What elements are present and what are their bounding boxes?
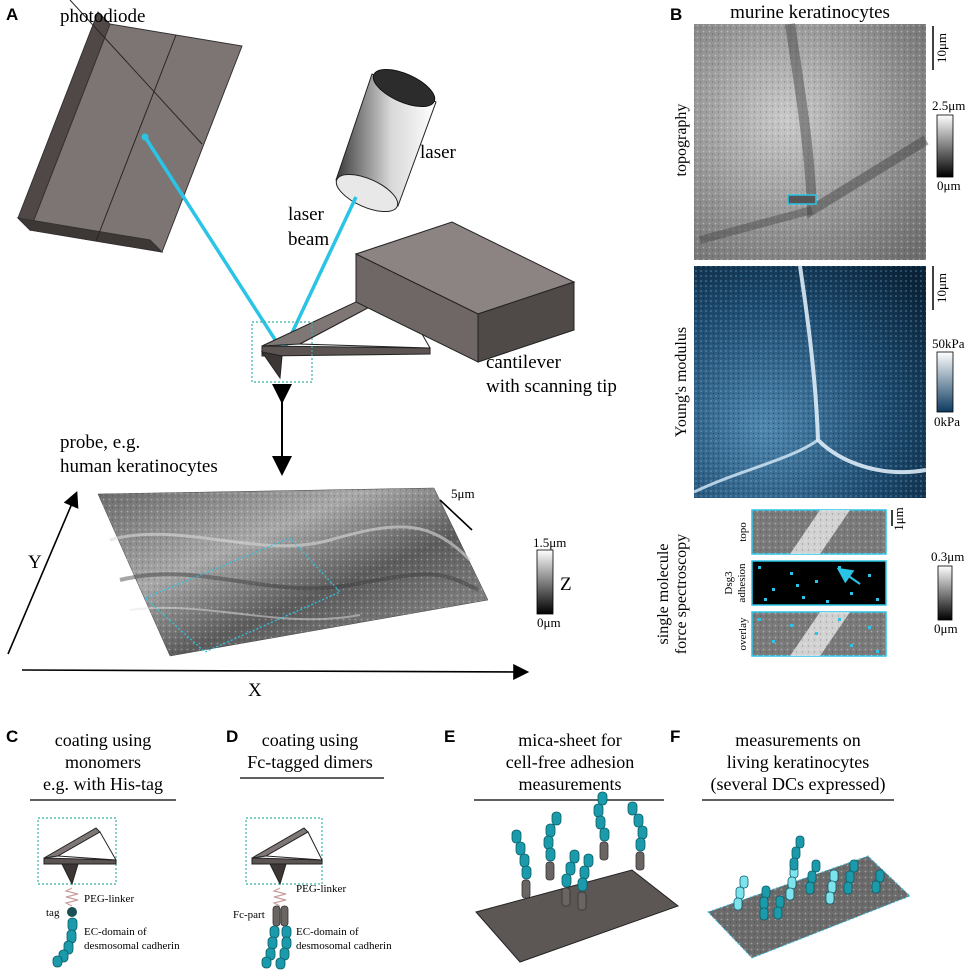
- panel-f: F measurements on living keratinocytes (…: [670, 727, 911, 959]
- smfs-top-label: 0.3μm: [931, 549, 964, 564]
- row-topo-label: topo: [737, 522, 749, 542]
- his-tag: [67, 907, 77, 917]
- panel-e-title-2: cell-free adhesion: [506, 752, 634, 772]
- probe-label-1: probe, e.g.: [60, 432, 140, 453]
- panel-c: C coating using monomers e.g. with His-t…: [6, 727, 180, 968]
- smfs-topo-row: [751, 509, 887, 555]
- panel-a-letter: A: [6, 5, 18, 24]
- cadherin-monomer: [52, 917, 78, 968]
- photodiode-label: photodiode: [60, 6, 146, 27]
- ec-label-c-1: EC-domain of: [84, 926, 147, 938]
- panel-e-title-1: mica-sheet for: [518, 730, 621, 750]
- topography-colorbar: [936, 114, 954, 178]
- panel-c-title-2: monomers: [65, 752, 141, 772]
- laser: [335, 68, 437, 213]
- smfs-label-1: single molecule: [655, 544, 672, 645]
- panel-d-letter: D: [226, 727, 238, 746]
- beam-spot: [141, 133, 149, 141]
- modulus-top-label: 50kPa: [932, 336, 965, 351]
- y-axis-arrow: [7, 491, 79, 655]
- photodiode-quadrant-line: [95, 34, 177, 242]
- panel-b: B murine keratinocytes topography 10μm 2…: [655, 2, 965, 657]
- z-bottom-label: 0μm: [537, 615, 561, 630]
- topography-bottom-label: 0μm: [937, 178, 961, 193]
- smfs-overlay-row: [751, 611, 887, 657]
- panel-c-title-1: coating using: [55, 730, 152, 750]
- modulus-scale-label: 10μm: [934, 273, 949, 303]
- z-top-label: 1.5μm: [533, 535, 566, 550]
- y-axis-label: Y: [28, 552, 42, 573]
- smfs-colorbar: [937, 565, 953, 621]
- panel-f-title-2: living keratinocytes: [727, 752, 869, 772]
- laser-beam-label-2: beam: [288, 229, 329, 250]
- panel-d: D coating using Fc-tagged dimers PEG-lin…: [226, 727, 392, 970]
- cadherins-on-mica: [511, 791, 648, 892]
- panel-c-title-3: e.g. with His-tag: [43, 774, 163, 794]
- panel-e-letter: E: [444, 727, 455, 746]
- row-adhesion-label-2: adhesion: [736, 563, 748, 603]
- topography-label: topography: [673, 104, 690, 177]
- smfs-bottom-label: 0μm: [934, 621, 958, 636]
- topography-scale-label: 10μm: [934, 33, 949, 63]
- peg-label-d: PEG-linker: [296, 883, 346, 895]
- peg-linker-d: [272, 887, 287, 907]
- tip-zoom-box-d: [245, 817, 323, 885]
- panel-f-title-3: (several DCs expressed): [711, 774, 886, 795]
- z-colorbar: [536, 549, 554, 615]
- row-adhesion-label-1: Dsg3: [723, 571, 735, 595]
- panel-b-title: murine keratinocytes: [730, 2, 890, 23]
- peg-linker-c: [64, 887, 79, 907]
- smfs-label-2: force spectroscopy: [673, 534, 690, 654]
- panel-e: E mica-sheet for cell-free adhesion meas…: [444, 727, 680, 963]
- row-overlay-label: overlay: [737, 617, 749, 650]
- panel-d-title-2: Fc-tagged dimers: [247, 752, 372, 772]
- cantilever-label-2: with scanning tip: [486, 376, 617, 397]
- panel-f-title-1: measurements on: [735, 730, 860, 750]
- photodiode-quadrant-line: [69, 0, 203, 145]
- peg-label-c: PEG-linker: [84, 893, 134, 905]
- z-axis-label: Z: [560, 574, 572, 595]
- panel-a: A photodiode laser laser beam: [6, 0, 617, 701]
- ec-label-d-1: EC-domain of: [296, 926, 359, 938]
- smfs-adhesion-row: [751, 560, 887, 606]
- panel-b-letter: B: [670, 5, 682, 24]
- panel-c-letter: C: [6, 727, 18, 746]
- smfs-region-marker: [787, 194, 817, 205]
- tip-d: [251, 827, 323, 886]
- fc-label: Fc-part: [233, 909, 265, 921]
- tag-label: tag: [46, 907, 60, 919]
- fc-parts-on-mica: [521, 841, 645, 911]
- fc-part: [272, 905, 289, 927]
- sample-surface: [97, 487, 489, 657]
- cantilever: [260, 221, 576, 380]
- laser-beam-label-1: laser: [288, 204, 325, 225]
- photodiode: [16, 0, 243, 253]
- laser-label: laser: [420, 142, 457, 163]
- tip-c: [43, 827, 117, 886]
- scan-area-box: [143, 537, 342, 653]
- ec-label-d-2: desmosomal cadherin: [296, 940, 392, 952]
- scale-5um-label: 5μm: [451, 486, 475, 501]
- ec-label-c-2: desmosomal cadherin: [84, 940, 180, 952]
- scale-bar-5um: [439, 499, 473, 531]
- modulus-colorbar: [936, 351, 954, 413]
- panel-f-letter: F: [670, 727, 680, 746]
- smfs-scale-label: 1μm: [891, 507, 906, 531]
- cantilever-label-1: cantilever: [486, 352, 562, 373]
- cadherins-on-cells: [733, 835, 885, 921]
- x-axis-label: X: [248, 680, 262, 701]
- panel-e-title-3: measurements: [519, 774, 622, 794]
- tip-zoom-box: [251, 321, 313, 383]
- cadherin-dimer: [261, 925, 292, 970]
- x-axis-arrow: [21, 663, 530, 680]
- modulus-bottom-label: 0kPa: [934, 414, 960, 429]
- mica-sheet: [475, 869, 680, 963]
- probe-label-2: human keratinocytes: [60, 456, 218, 477]
- topography-top-label: 2.5μm: [932, 98, 965, 113]
- reflected-beam: [143, 136, 285, 353]
- panel-d-title-1: coating using: [262, 730, 359, 750]
- incident-beam: [281, 196, 358, 353]
- modulus-label: Young's modulus: [673, 327, 690, 437]
